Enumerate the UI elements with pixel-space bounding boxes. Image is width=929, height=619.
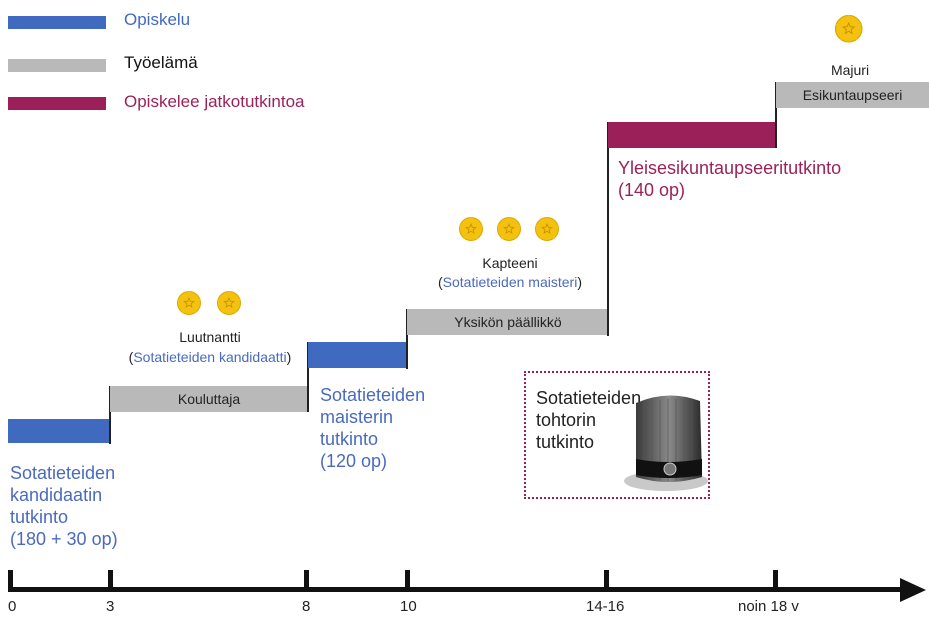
degree-yleisesikunta-line-1: Yleisesikuntaupseeritutkinto (618, 158, 842, 178)
degree-tohtori: Sotatieteiden tohtorin tutkinto (536, 387, 641, 453)
rank-degree-kapteeni: (Sotatieteiden maisteri) (438, 274, 582, 290)
rank-degree-luutnantti-text: Sotatieteiden kandidaatti (133, 349, 287, 365)
degree-yleisesikunta-line-2: (140 op) (618, 180, 686, 200)
degree-tohtori-line-3: tutkinto (536, 432, 595, 452)
timeline-label-14-16: 14-16 (586, 598, 625, 615)
degree-tohtori-line-1: Sotatieteiden (536, 388, 642, 408)
degree-kandidaatti-line-4: (180 + 30 op) (10, 529, 118, 549)
timeline-tick-14-16 (604, 570, 609, 592)
timeline-tick-10 (405, 570, 410, 592)
timeline-tick-8 (304, 570, 309, 592)
bar-work-kouluttaja (110, 386, 308, 412)
star-rosette-icon (216, 290, 242, 316)
timeline-tick-18 (773, 570, 778, 592)
bar-study-bachelor (8, 419, 110, 443)
degree-maisteri-line-3: tutkinto (320, 429, 379, 449)
bar-postgrad-yleisesikunta (608, 122, 776, 148)
timeline-arrowhead (900, 578, 926, 602)
bar-work-yksikon-paallikko (407, 309, 609, 335)
degree-maisteri-line-4: (120 op) (320, 451, 388, 471)
legend-label-work: Työelämä (124, 53, 198, 72)
rank-title-majuri: Majuri (830, 62, 870, 78)
rank-title-kapteeni: Kapteeni (482, 255, 538, 271)
degree-yleisesikunta: Yleisesikuntaupseeritutkinto (140 op) (618, 157, 841, 201)
timeline-label-10: 10 (400, 598, 417, 615)
star-rosette-icon (834, 14, 869, 49)
star-rosette-icon (534, 216, 560, 242)
bar-label-yksikon-paallikko: Yksikön päällikkö (454, 314, 562, 330)
step-line-10 (406, 309, 408, 369)
legend-swatch-work (8, 59, 106, 72)
step-line-18 (775, 82, 777, 148)
bar-work-esikuntaupseeri (776, 82, 929, 108)
legend-swatch-postgrad (8, 97, 106, 110)
doctoral-hat-icon (624, 395, 708, 491)
degree-maisteri-line-1: Sotatieteiden (320, 385, 426, 405)
rank-title-luutnantti: Luutnantti (179, 329, 241, 345)
legend-label-postgrad: Opiskelee jatkotutkintoa (124, 92, 305, 111)
degree-kandidaatti-line-1: Sotatieteiden (10, 463, 116, 483)
step-line-8 (307, 342, 309, 412)
timeline-tick-3 (108, 570, 113, 592)
timeline-label-18: noin 18 v (738, 598, 799, 615)
timeline-label-0: 0 (8, 598, 17, 615)
degree-kandidaatti-line-3: tutkinto (10, 507, 69, 527)
rank-degree-kapteeni-text: Sotatieteiden maisteri (442, 274, 578, 290)
bar-label-kouluttaja: Kouluttaja (177, 391, 241, 407)
star-rosette-icon (496, 216, 522, 242)
degree-kandidaatti: Sotatieteiden kandidaatin tutkinto (180 … (10, 462, 118, 550)
degree-tohtori-line-2: tohtorin (536, 410, 597, 430)
bar-study-master (308, 342, 408, 368)
degree-maisteri: Sotatieteiden maisterin tutkinto (120 op… (320, 384, 425, 472)
step-line-14 (607, 122, 609, 336)
degree-kandidaatti-line-2: kandidaatin (10, 485, 103, 505)
step-line-3 (109, 386, 111, 444)
timeline-tick-0 (8, 570, 13, 592)
rank-degree-luutnantti: (Sotatieteiden kandidaatti) (128, 349, 292, 365)
legend-label-study: Opiskelu (124, 10, 191, 29)
star-rosette-icon (458, 216, 484, 242)
degree-maisteri-line-2: maisterin (320, 407, 394, 427)
doctoral-degree-box: Sotatieteiden tohtorin tutkinto (524, 371, 710, 499)
bar-label-esikuntaupseeri: Esikuntaupseeri (802, 87, 903, 103)
star-rosette-icon (176, 290, 202, 316)
timeline-label-8: 8 (302, 598, 311, 615)
timeline-axis (8, 587, 908, 592)
legend-swatch-study (8, 16, 106, 29)
timeline-label-3: 3 (106, 598, 115, 615)
